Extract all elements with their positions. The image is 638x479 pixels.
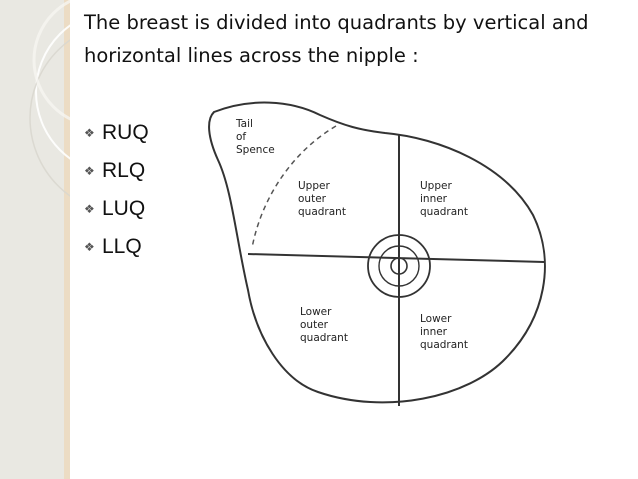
diamond-bullet-icon: ❖ xyxy=(84,164,95,178)
lower-outer-quadrant-label: Lower outer quadrant xyxy=(300,306,348,344)
sidebar-swirl-decoration xyxy=(29,0,70,197)
nipple xyxy=(390,257,408,275)
slide-title: The breast is divided into quadrants by … xyxy=(84,11,589,67)
bullet-text: LLQ xyxy=(102,235,142,258)
tail-of-spence-label: Tail of Spence xyxy=(235,118,275,156)
quadrant-bullet-list: ❖ RUQ ❖ RLQ ❖ LUQ ❖ LLQ xyxy=(84,114,149,266)
upper-outer-quadrant-label: Upper outer quadrant xyxy=(298,180,346,218)
bullet-item-ruq: ❖ RUQ xyxy=(84,114,149,152)
lower-inner-quadrant-label: Lower inner quadrant xyxy=(420,313,468,351)
decorative-sidebar xyxy=(0,0,70,479)
tail-of-spence-boundary xyxy=(251,125,337,249)
breast-outline xyxy=(208,101,546,404)
bullet-text: LUQ xyxy=(102,197,146,220)
bullet-item-llq: ❖ LLQ xyxy=(84,228,149,266)
areola-inner-ring xyxy=(378,245,420,287)
upper-inner-quadrant-label: Upper inner quadrant xyxy=(420,180,468,218)
bullet-text: RLQ xyxy=(102,159,146,182)
areola xyxy=(367,234,431,298)
diamond-bullet-icon: ❖ xyxy=(84,240,95,254)
bullet-text: RUQ xyxy=(102,121,149,144)
bullet-item-rlq: ❖ RLQ xyxy=(84,152,149,190)
diamond-bullet-icon: ❖ xyxy=(84,126,95,140)
bullet-item-luq: ❖ LUQ xyxy=(84,190,149,228)
sidebar-edge-stripe xyxy=(64,0,70,479)
diamond-bullet-icon: ❖ xyxy=(84,202,95,216)
